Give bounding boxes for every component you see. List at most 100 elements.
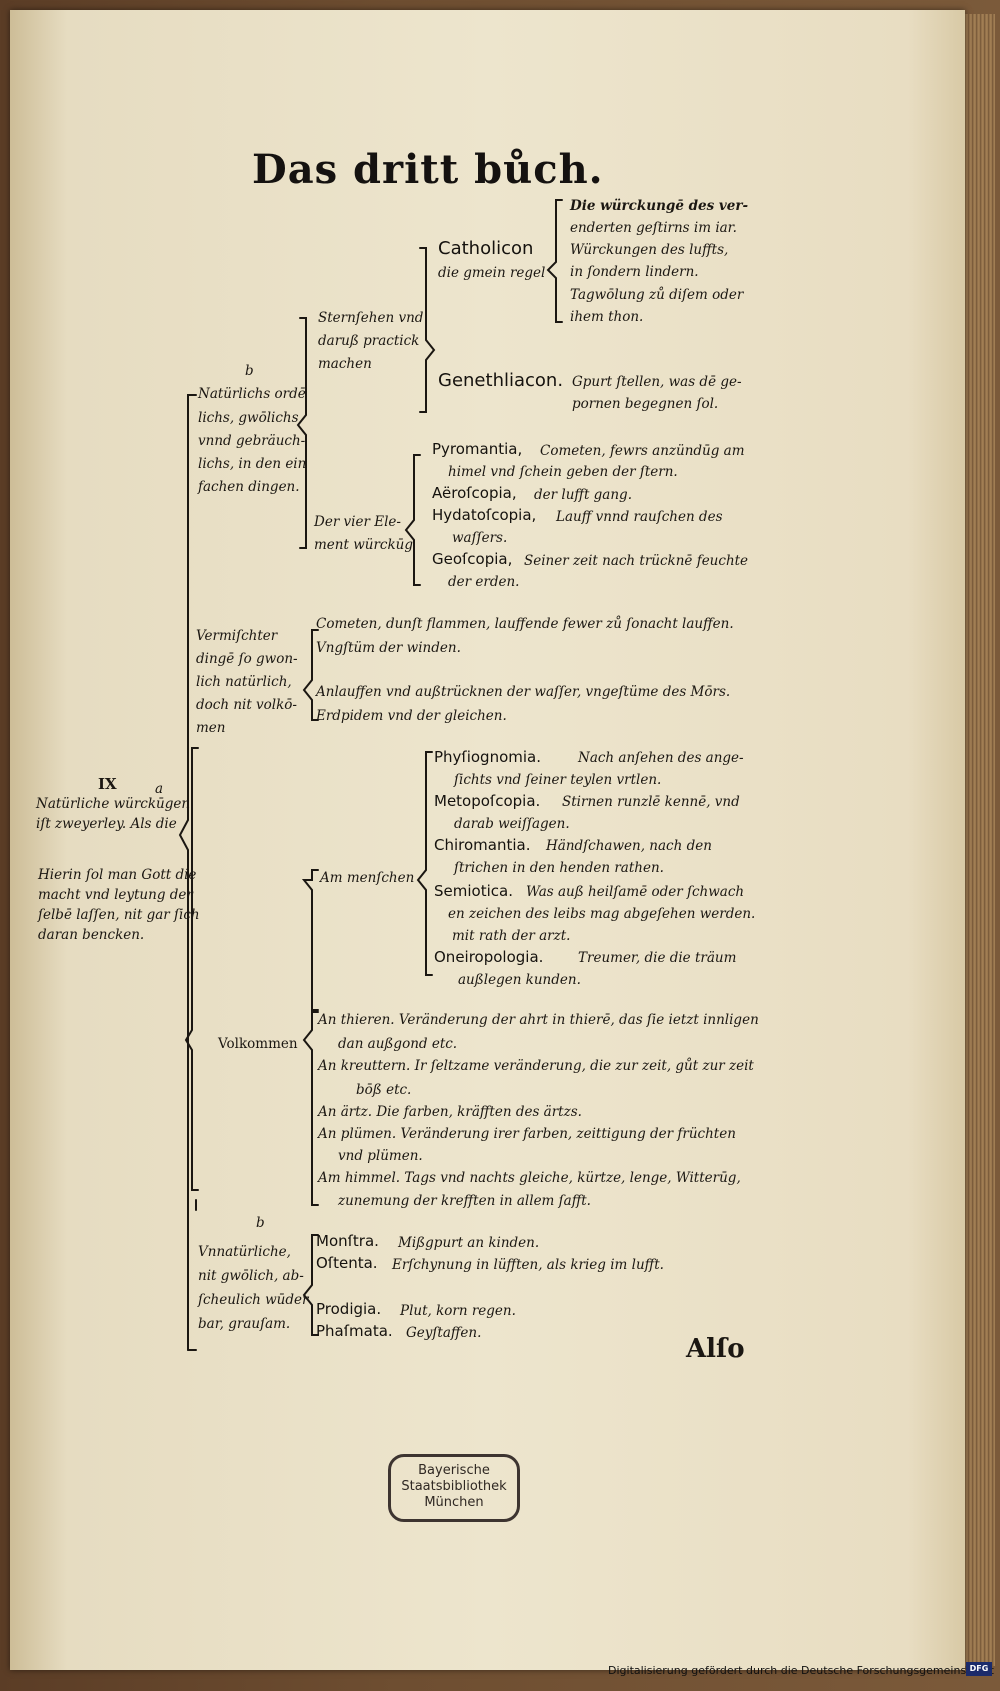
margin-mark-a: a <box>155 781 164 797</box>
mixed-line: doch nit volkō- <box>196 697 297 713</box>
natural-line: lichs, gwōlichs, <box>198 410 303 426</box>
pyromantia-term: Pyromantia, <box>432 440 523 458</box>
volkommen-item: An plümen. Veränderung irer farben, zeit… <box>318 1126 736 1142</box>
mixed-line: Vermiſchter <box>196 628 278 644</box>
catholicon-desc: ihem thon. <box>570 309 644 325</box>
catholicon-desc: enderten geſtirns im iar. <box>570 220 737 236</box>
volkommen-item: An thieren. Veränderung der ahrt in thie… <box>318 1012 759 1028</box>
phasmata-desc: Geyſtaffen. <box>406 1325 482 1341</box>
stern-line: daruß practick <box>318 333 420 349</box>
margin-note-line: Natürliche würckūgen <box>36 796 191 812</box>
unnatural-line: bar, grauſam. <box>198 1316 291 1332</box>
physiognomia-desc: Nach anſehen des ange- <box>578 750 744 766</box>
margin-note-line: ſelbē laſſen, nit gar ſich <box>38 907 200 923</box>
semiotica-desc: en zeichen des leibs mag abgeſehen werde… <box>448 906 756 922</box>
mixed-line: men <box>196 720 226 736</box>
elements-line: ment würckūg <box>314 537 413 553</box>
geoscopia-desc: der erden. <box>448 574 520 590</box>
margin-note-line: Hierin ſol man Gott die <box>38 867 197 883</box>
chiromantia-term: Chiromantia. <box>434 836 531 854</box>
library-stamp: Bayerische Staatsbibliothek München <box>388 1454 520 1522</box>
elements-line: Der vier Ele- <box>314 514 401 530</box>
oneiropologia-term: Oneiropologia. <box>434 948 544 966</box>
ostenta-desc: Erſchynung in lüfften, als krieg im luff… <box>392 1257 664 1273</box>
phasmata-term: Phaſmata. <box>316 1322 393 1340</box>
aeroscopia-desc: der lufft gang. <box>534 487 632 503</box>
unnatural-line: ſcheulich wūder <box>198 1292 309 1308</box>
hydatoscopia-desc: waſſers. <box>452 530 508 546</box>
digitization-footer: Digitalisierung gefördert durch die Deut… <box>608 1664 994 1677</box>
natural-mark: b <box>245 363 254 379</box>
hydatoscopia-term: Hydatoſcopia, <box>432 506 537 524</box>
hydatoscopia-desc: Lauff vnnd rauſchen des <box>556 509 723 525</box>
page-title: Das dritt bůch. <box>252 146 604 193</box>
physiognomia-desc: ſichts vnd ſeiner teylen vrtlen. <box>454 772 662 788</box>
geoscopia-term: Geoſcopia, <box>432 550 513 568</box>
catchword: Alſo <box>686 1334 745 1364</box>
natural-line: Natürlichs ordē <box>198 386 306 402</box>
volkommen-item: zunemung der krefften in allem ſafft. <box>338 1193 591 1209</box>
genethliacon-term: Genethliacon. <box>438 370 564 391</box>
monstra-term: Monſtra. <box>316 1232 379 1250</box>
oneiropologia-desc: außlegen kunden. <box>458 972 581 988</box>
genethliacon-desc: Gpurt ſtellen, was dē ge- <box>572 374 742 390</box>
stamp-line: München <box>424 1495 484 1510</box>
mixed-item: Vngſtüm der winden. <box>316 640 461 656</box>
margin-note-line: macht vnd leytung der <box>38 887 193 903</box>
mixed-line: lich natürlich, <box>196 674 292 690</box>
volkommen-label: Volkommen <box>218 1036 298 1052</box>
stamp-line: Bayerische <box>418 1463 490 1478</box>
stern-line: machen <box>318 356 372 372</box>
prodigia-term: Prodigia. <box>316 1300 382 1318</box>
catholicon-sub: die gmein regel <box>438 265 546 281</box>
natural-line: fachen dingen. <box>198 479 300 495</box>
mixed-item: Anlauffen vnd außtrücknen der waſſer, vn… <box>316 684 731 700</box>
physiognomia-term: Phyſiognomia. <box>434 748 541 766</box>
natural-line: lichs, in den ein <box>198 456 307 472</box>
monstra-desc: Mißgpurt an kinden. <box>398 1235 540 1251</box>
oneiropologia-desc: Treumer, die die träum <box>578 950 737 966</box>
stern-line: Sternſehen vnd <box>318 310 424 326</box>
chiromantia-desc: Händſchawen, nach den <box>546 838 712 854</box>
pyromantia-desc: himel vnd ſchein geben der ſtern. <box>448 464 678 480</box>
volkommen-item: vnd plümen. <box>338 1148 423 1164</box>
aeroscopia-term: Aëroſcopia, <box>432 484 517 502</box>
unnatural-line: nit gwōlich, ab- <box>198 1268 304 1284</box>
margin-note-line: iſt zweyerley. Als die <box>36 816 177 832</box>
metoposcopia-term: Metopoſcopia. <box>434 792 541 810</box>
unnatural-mark: b <box>256 1215 265 1231</box>
volkommen-item: An kreuttern. Ir ſeltzame veränderung, d… <box>318 1058 754 1074</box>
unnatural-line: Vnnatürliche, <box>198 1244 291 1260</box>
metoposcopia-desc: darab weiſſagen. <box>454 816 570 832</box>
volkommen-item: dan außgond etc. <box>338 1036 458 1052</box>
volkommen-item: bōß etc. <box>356 1082 412 1098</box>
catholicon-term: Catholicon <box>438 238 534 259</box>
book-page <box>10 10 965 1670</box>
margin-mark-ix: IX <box>98 775 117 793</box>
mixed-item: Cometen, dunſt flammen, lauffende fewer … <box>316 616 734 632</box>
catholicon-desc: Würckungen des luffts, <box>570 242 729 258</box>
geoscopia-desc: Seiner zeit nach trücknē feuchte <box>524 553 749 569</box>
book-fore-edge <box>965 14 995 1666</box>
catholicon-desc: Die würckungē des ver- <box>570 198 749 214</box>
pyromantia-desc: Cometen, fewrs anzündūg am <box>540 443 745 459</box>
volkommen-item: Am himmel. Tags vnd nachts gleiche, kürt… <box>318 1170 741 1186</box>
ostenta-term: Oſtenta. <box>316 1254 378 1272</box>
prodigia-desc: Plut, korn regen. <box>400 1303 516 1319</box>
natural-line: vnnd gebräuch- <box>198 433 306 449</box>
semiotica-term: Semiotica. <box>434 882 513 900</box>
stamp-line: Staatsbibliothek <box>401 1479 507 1494</box>
margin-note-line: daran bencken. <box>38 927 145 943</box>
mixed-item: Erdpidem vnd der gleichen. <box>316 708 507 724</box>
volkommen-item: An ärtz. Die farben, kräfften des ärtzs. <box>318 1104 582 1120</box>
dfg-logo: DFG <box>966 1662 992 1676</box>
catholicon-desc: in ſondern lindern. <box>570 264 699 280</box>
catholicon-desc: Tagwōlung zů diſem oder <box>570 287 744 303</box>
semiotica-desc: Was auß heilſamē oder ſchwach <box>526 884 745 900</box>
chiromantia-desc: ſtrichen in den henden rathen. <box>454 860 664 876</box>
human-label: Am menſchen <box>320 870 415 886</box>
semiotica-desc: mit rath der arzt. <box>452 928 571 944</box>
mixed-line: dingē ſo gwon- <box>196 651 298 667</box>
genethliacon-desc: pornen begegnen ſol. <box>572 396 719 412</box>
